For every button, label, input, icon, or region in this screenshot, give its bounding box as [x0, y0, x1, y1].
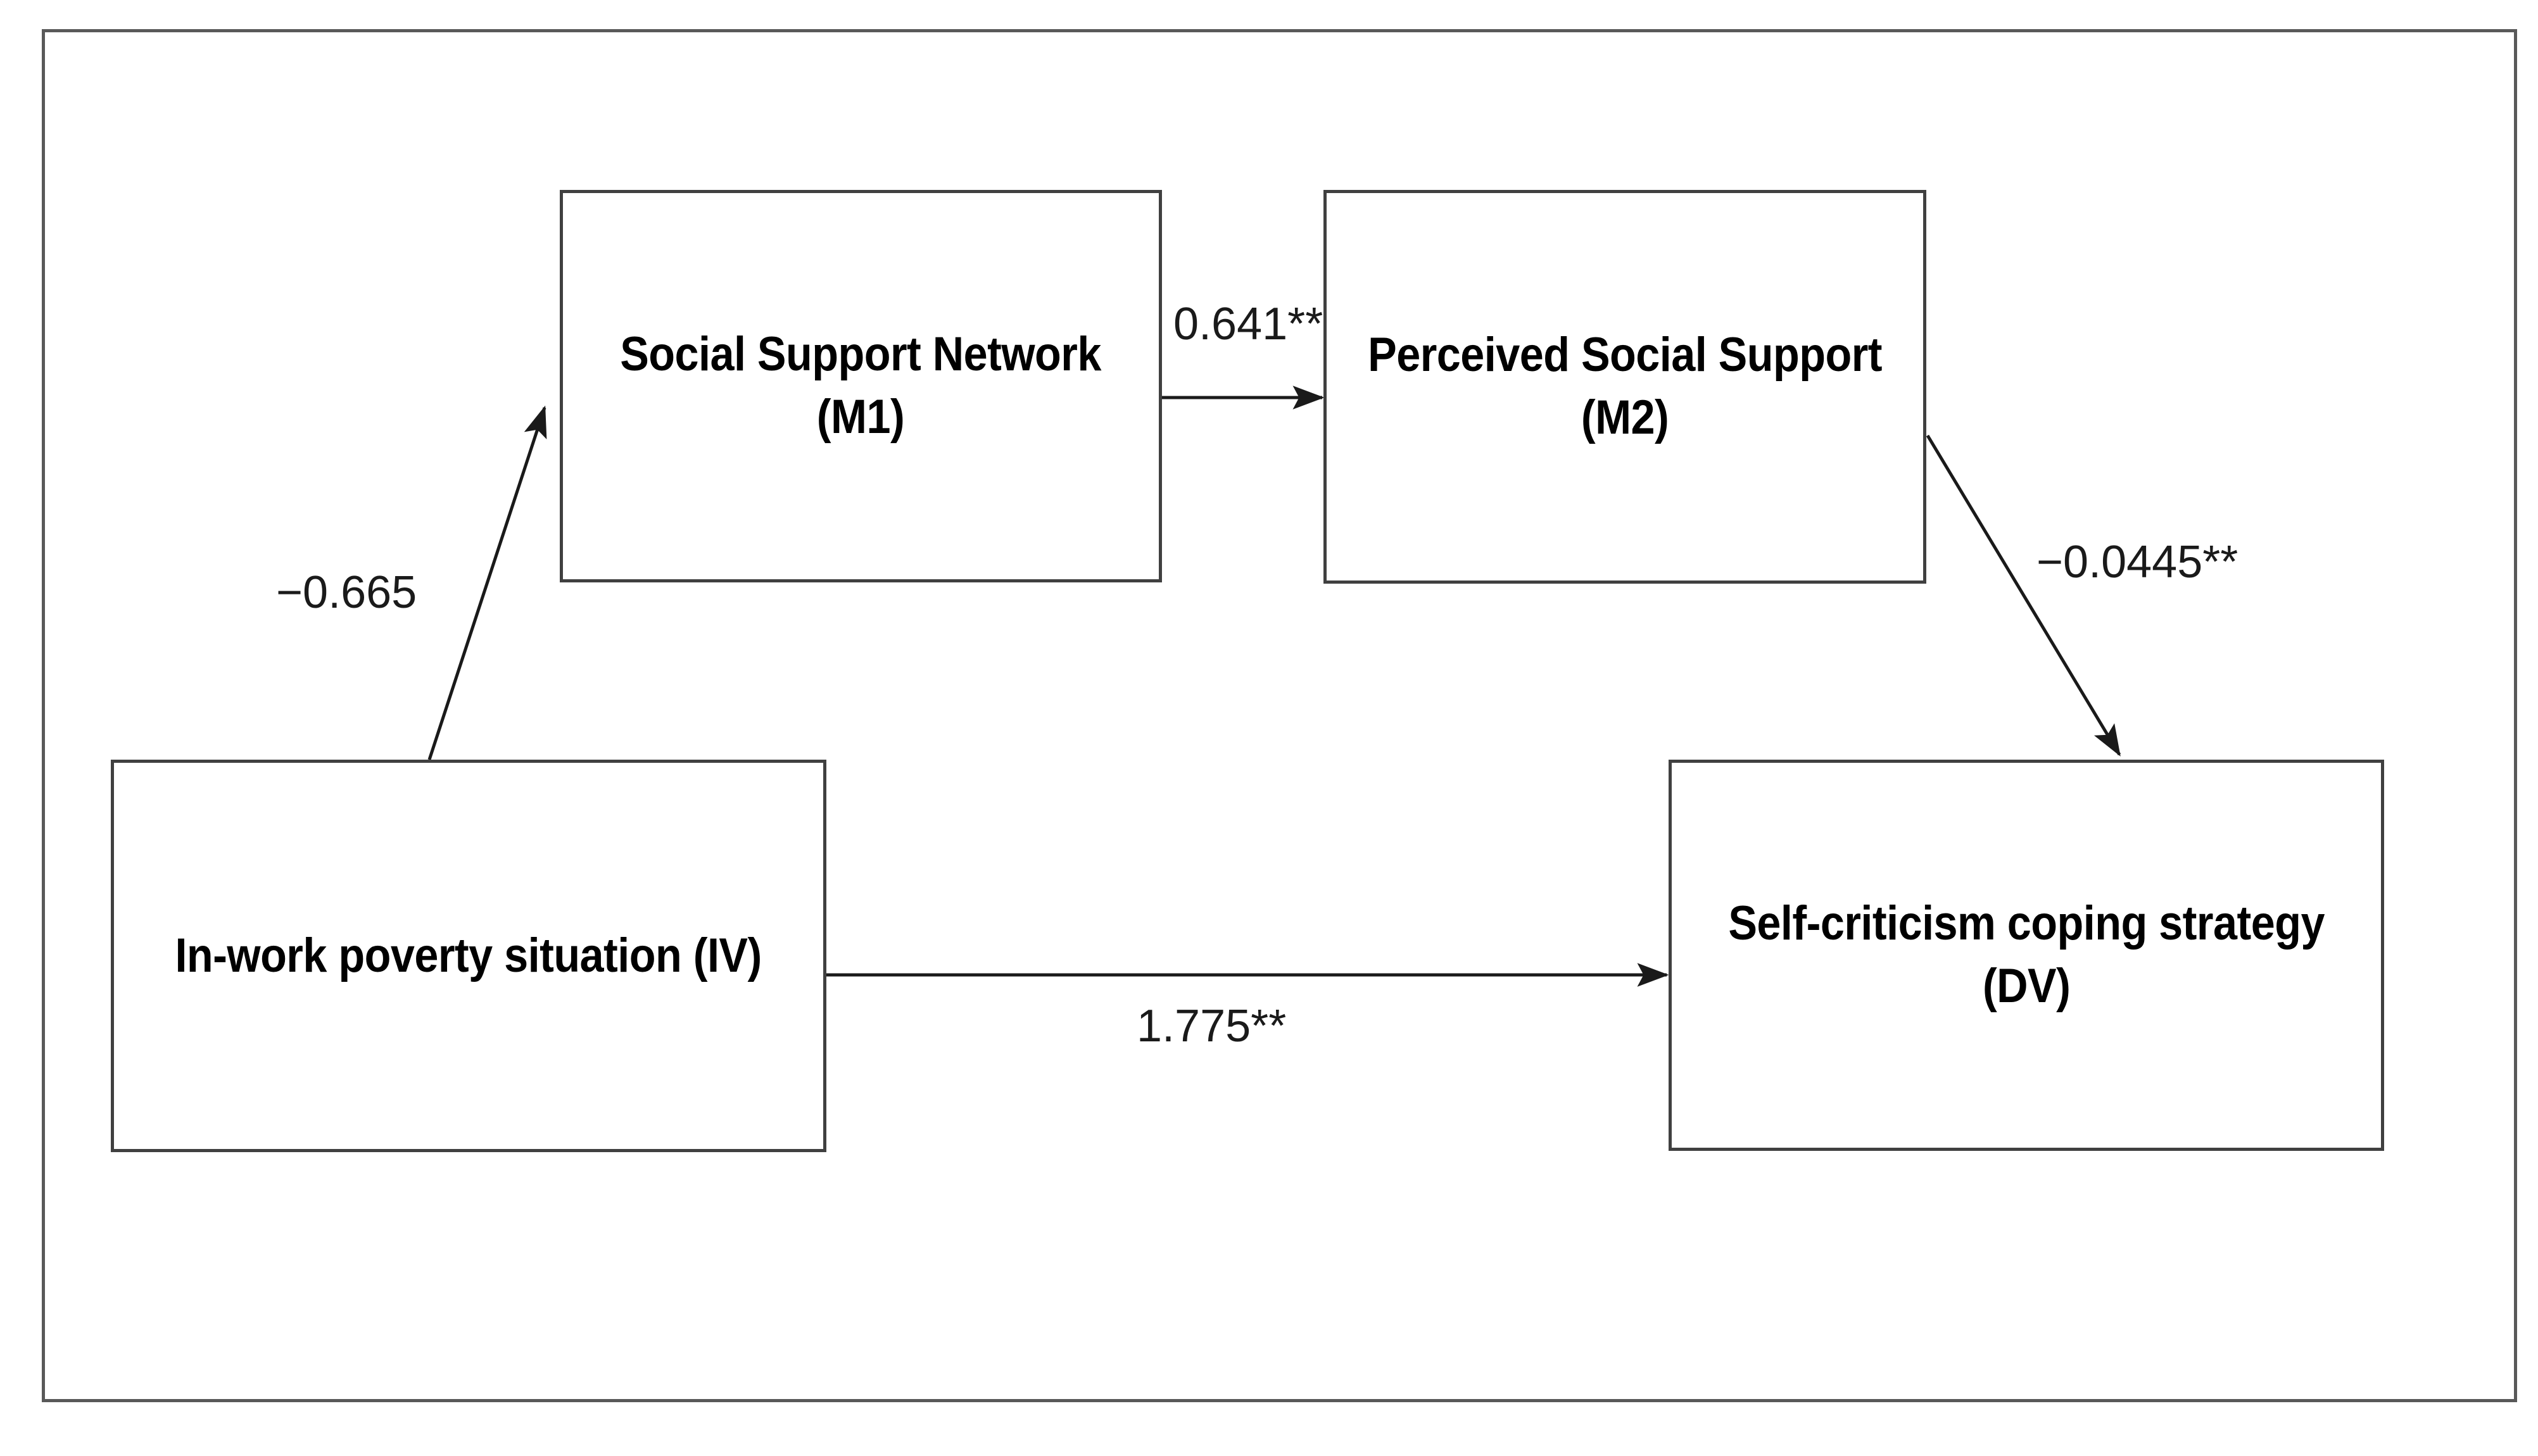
node-box-self-criticism-coping-strategy[interactable]: Self-criticism coping strategy (DV) [1669, 760, 2384, 1151]
edge-label-iv-to-m1: −0.665 [276, 567, 417, 618]
node-label-m1: Social Support Network (M1) [620, 327, 1102, 444]
figure-border [42, 29, 2517, 1402]
node-box-social-support-network[interactable]: Social Support Network (M1) [560, 190, 1162, 582]
edge-label-m1-to-m2: 0.641** [1173, 299, 1323, 349]
node-label-m2: Perceived Social Support (M2) [1368, 328, 1882, 444]
node-label-dv: Self-criticism coping strategy (DV) [1728, 896, 2325, 1013]
node-label-iv: In-work poverty situation (IV) [175, 928, 762, 982]
edge-label-iv-to-dv: 1.775** [1137, 1001, 1287, 1051]
node-box-perceived-social-support[interactable]: Perceived Social Support (M2) [1323, 190, 1926, 584]
node-box-in-work-poverty-situation[interactable]: In-work poverty situation (IV) [111, 760, 826, 1152]
edge-label-m2-to-dv: −0.0445** [2036, 537, 2238, 587]
